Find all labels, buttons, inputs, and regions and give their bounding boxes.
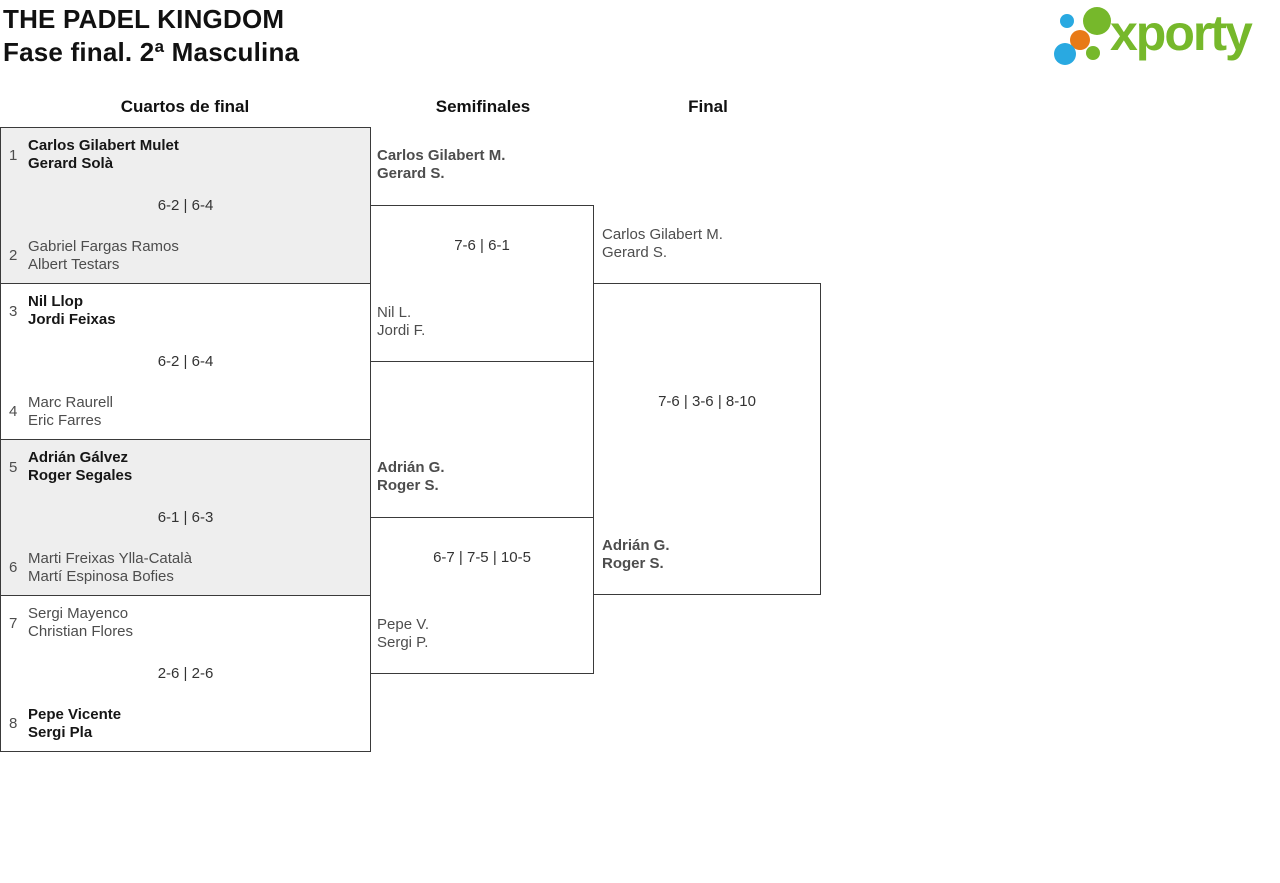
team-pair: Carlos Gilabert Mulet Gerard Solà [28, 137, 179, 173]
team-name-line: Jordi Feixas [28, 311, 116, 328]
entrant-sf1-top: Carlos Gilabert M. Gerard S. [377, 147, 505, 183]
team-name-line: Nil L. [377, 304, 412, 321]
team-pair: Marti Freixas Ylla-Català Martí Espinosa… [28, 550, 192, 586]
match-semifinal-2: 6-7 | 7-5 | 10-5 [370, 517, 594, 674]
team-name-line: Martí Espinosa Bofies [28, 568, 174, 585]
match-score: 6-7 | 7-5 | 10-5 [433, 549, 531, 566]
match-final: 7-6 | 3-6 | 8-10 [593, 283, 821, 595]
team-pair: Nil Llop Jordi Feixas [28, 293, 116, 329]
logo-dot-green-small-icon [1086, 46, 1100, 60]
team-name-line: Gerard S. [377, 165, 445, 182]
team-name-line: Sergi P. [377, 634, 429, 651]
seed-number: 1 [9, 147, 18, 164]
entrant-sf2-top: Adrián G. Roger S. [377, 459, 445, 495]
match-score: 6-1 | 6-3 [157, 509, 214, 526]
seed-number: 7 [9, 615, 18, 632]
team-name-line: Roger S. [602, 555, 664, 572]
team-name-line: Marti Freixas Ylla-Català [28, 550, 192, 567]
team-pair: Marc Raurell Eric Farres [28, 394, 113, 430]
page-subtitle: Fase final. 2ª Masculina [3, 37, 300, 67]
round-header-semifinals: Semifinales [435, 97, 531, 116]
team-name-line: Carlos Gilabert Mulet [28, 137, 179, 154]
team-name-line: Carlos Gilabert M. [602, 226, 723, 243]
team-name-line: Sergi Pla [28, 724, 93, 741]
xporty-logo[interactable]: xporty [1048, 0, 1278, 72]
logo-wordmark: xporty [1110, 5, 1253, 61]
team-name-line: Pepe V. [377, 616, 429, 633]
match-quarterfinal-3: 5 Adrián Gálvez Roger Segales 6-1 | 6-3 … [0, 439, 371, 596]
team-name-line: Adrián G. [602, 537, 670, 554]
logo-dot-blue-small-icon [1060, 14, 1074, 28]
team-name-line: Gabriel Fargas Ramos [28, 238, 179, 255]
round-header-quarterfinals: Cuartos de final [120, 97, 250, 116]
seed-number: 8 [9, 715, 18, 732]
seed-number: 3 [9, 303, 18, 320]
entrant-sf1-bottom: Nil L. Jordi F. [377, 304, 425, 340]
seed-number: 5 [9, 459, 18, 476]
match-quarterfinal-4: 7 Sergi Mayenco Christian Flores 2-6 | 2… [0, 595, 371, 752]
team-pair: Sergi Mayenco Christian Flores [28, 605, 133, 641]
logo-dot-green-big-icon [1083, 7, 1111, 35]
team-name-line: Eric Farres [28, 412, 102, 429]
team-name-line: Adrián G. [377, 459, 445, 476]
page-title: THE PADEL KINGDOM [3, 4, 285, 34]
team-name-line: Sergi Mayenco [28, 605, 129, 622]
team-name-line: Marc Raurell [28, 394, 114, 411]
match-score: 7-6 | 6-1 [454, 237, 510, 254]
seed-number: 6 [9, 559, 18, 576]
team-name-line: Roger Segales [28, 467, 133, 484]
team-name-line: Albert Testars [28, 256, 120, 273]
team-name-line: Gerard Solà [28, 155, 114, 172]
match-quarterfinal-1: 1 Carlos Gilabert Mulet Gerard Solà 6-2 … [0, 127, 371, 284]
logo-dot-blue-big-icon [1054, 43, 1076, 65]
team-name-line: Christian Flores [28, 623, 134, 640]
match-quarterfinal-2: 3 Nil Llop Jordi Feixas 6-2 | 6-4 4 Marc… [0, 283, 371, 440]
team-pair: Gabriel Fargas Ramos Albert Testars [28, 238, 179, 274]
team-name-line: Nil Llop [28, 293, 83, 310]
seed-number: 4 [9, 403, 18, 420]
match-score: 6-2 | 6-4 [157, 353, 214, 370]
entrant-final-bottom: Adrián G. Roger S. [602, 537, 670, 573]
team-pair: Pepe Vicente Sergi Pla [28, 706, 121, 742]
seed-number: 2 [9, 247, 18, 264]
match-score: 7-6 | 3-6 | 8-10 [658, 393, 756, 410]
logo-dot-orange-icon [1070, 30, 1090, 50]
entrant-sf2-bottom: Pepe V. Sergi P. [377, 616, 429, 652]
match-score: 6-2 | 6-4 [157, 197, 214, 214]
match-score: 2-6 | 2-6 [157, 665, 214, 682]
team-name-line: Pepe Vicente [28, 706, 122, 723]
team-pair: Adrián Gálvez Roger Segales [28, 449, 132, 485]
team-name-line: Roger S. [377, 477, 439, 494]
team-name-line: Gerard S. [602, 244, 668, 261]
round-header-final: Final [688, 97, 728, 116]
entrant-final-top: Carlos Gilabert M. Gerard S. [602, 226, 723, 262]
team-name-line: Carlos Gilabert M. [377, 147, 506, 164]
team-name-line: Jordi F. [377, 322, 426, 339]
team-name-line: Adrián Gálvez [28, 449, 129, 466]
